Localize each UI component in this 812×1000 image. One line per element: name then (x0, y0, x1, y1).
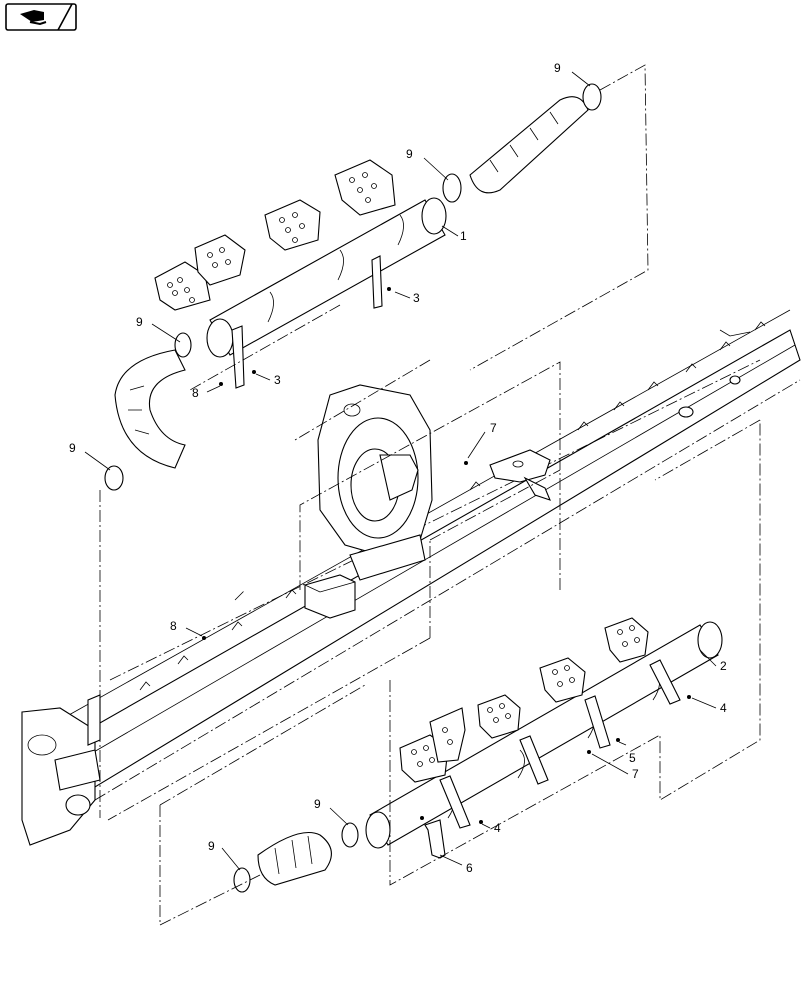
callout-4: 4 (494, 821, 501, 835)
upper-beater-assembly (154, 159, 447, 389)
callout-9: 9 (208, 839, 215, 853)
callout-2: 2 (720, 659, 727, 673)
upper-paddle (334, 159, 396, 216)
upper-right-hose (469, 96, 589, 194)
hose-clamp (104, 465, 124, 491)
callout-7: 7 (632, 767, 639, 781)
hose-clamp (174, 332, 192, 358)
back-navigation-button[interactable] (5, 3, 77, 31)
lower-paddle (539, 657, 586, 703)
alignment-lines (99, 64, 761, 926)
callout-6: 6 (466, 861, 473, 875)
callout-9: 9 (554, 61, 561, 75)
left-end-housing (21, 694, 101, 846)
hose-clamp (233, 867, 251, 893)
lower-hose (257, 831, 332, 886)
support-bracket (489, 449, 551, 501)
hose-clamp (341, 822, 359, 848)
callout-leaders (84, 71, 717, 871)
callout-5: 5 (629, 751, 636, 765)
callout-9: 9 (136, 315, 143, 329)
upper-paddle (194, 234, 246, 286)
callout-3: 3 (413, 291, 420, 305)
hardware-bolts (202, 287, 691, 824)
callout-1: 1 (460, 229, 467, 243)
frame-mounting-tabs (139, 321, 766, 691)
callout-labels: 9 9 1 3 9 3 8 9 7 8 2 4 5 7 4 6 9 9 (69, 61, 727, 875)
callout-9: 9 (69, 441, 76, 455)
fan-housing (317, 384, 433, 581)
lower-paddle (604, 617, 649, 663)
hose-clamp (442, 173, 462, 203)
upper-paddle (264, 199, 321, 251)
lower-paddle (477, 694, 521, 739)
strap-bracket (424, 819, 446, 859)
upper-paddle (154, 261, 211, 311)
fan-mount-block (304, 574, 356, 619)
callout-7: 7 (490, 421, 497, 435)
callout-9: 9 (314, 797, 321, 811)
frame-end-fittings (678, 329, 751, 418)
upper-left-hose (114, 349, 186, 469)
callout-4: 4 (720, 701, 727, 715)
lower-beater-assembly (365, 617, 723, 849)
back-arrow-icon (20, 10, 47, 26)
callout-3: 3 (274, 373, 281, 387)
callout-8: 8 (170, 619, 177, 633)
lower-paddle (429, 707, 466, 763)
hose-clamp (582, 83, 602, 111)
callout-8: 8 (192, 386, 199, 400)
callout-9: 9 (406, 147, 413, 161)
